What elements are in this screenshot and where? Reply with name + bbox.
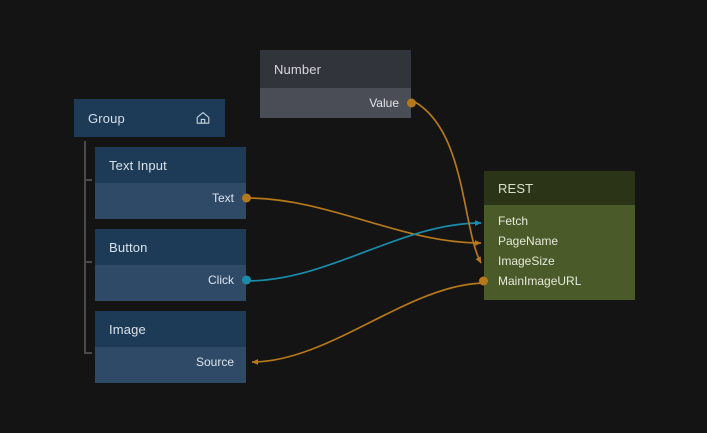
port-dot-mainimageurl[interactable] — [479, 276, 488, 286]
node-text-input-title: Text Input — [109, 157, 167, 173]
node-button-body: Click — [95, 265, 251, 301]
port-label-imagesize: ImageSize — [498, 254, 555, 268]
port-label-value: Value — [369, 96, 399, 110]
node-number-header[interactable]: Number — [260, 50, 411, 88]
home-icon[interactable] — [195, 110, 211, 126]
node-text-input[interactable]: Text Input Text — [95, 147, 251, 219]
edge-value-to-imagesize — [414, 101, 482, 264]
node-image[interactable]: Image Source — [95, 311, 246, 383]
port-label-fetch: Fetch — [498, 214, 529, 228]
node-group[interactable]: Group — [74, 99, 225, 137]
port-row-value[interactable]: Value — [260, 93, 416, 113]
edge-text-to-pagename — [245, 197, 482, 246]
port-row-click[interactable]: Click — [95, 270, 251, 290]
port-row-source[interactable]: Source — [95, 352, 246, 372]
node-rest-header[interactable]: REST — [484, 171, 635, 205]
node-number-body: Value — [260, 88, 416, 118]
port-label-click: Click — [208, 273, 234, 287]
node-rest-body: Fetch PageName ImageSize MainImageURL — [479, 205, 635, 300]
node-rest-title: REST — [498, 180, 534, 196]
node-image-title: Image — [109, 321, 146, 337]
port-row-mainimageurl[interactable]: MainImageURL — [479, 271, 635, 291]
port-label-pagename: PageName — [498, 234, 559, 248]
port-dot-click[interactable] — [242, 275, 251, 285]
node-button-header[interactable]: Button — [95, 229, 246, 265]
port-label-text: Text — [211, 191, 234, 205]
node-text-input-body: Text — [95, 183, 251, 219]
group-bracket-vertical — [84, 141, 86, 354]
node-button[interactable]: Button Click — [95, 229, 251, 301]
node-group-header[interactable]: Group — [74, 99, 225, 137]
port-row-fetch[interactable]: Fetch — [484, 211, 635, 231]
group-bracket-tick-image — [84, 352, 92, 354]
port-row-text[interactable]: Text — [95, 188, 251, 208]
group-bracket-tick-button — [84, 261, 92, 263]
port-label-mainimageurl: MainImageURL — [498, 274, 582, 288]
node-image-body: Source — [95, 347, 246, 383]
edge-mainimageurl-to-source — [251, 282, 487, 365]
node-number-title: Number — [274, 61, 322, 77]
node-group-title: Group — [88, 110, 125, 126]
port-dot-text[interactable] — [242, 193, 251, 203]
edge-click-to-fetch — [245, 220, 482, 282]
node-number[interactable]: Number Value — [260, 50, 416, 118]
node-button-title: Button — [109, 239, 148, 255]
node-text-input-header[interactable]: Text Input — [95, 147, 246, 183]
node-rest[interactable]: REST Fetch PageName ImageSize MainImageU… — [479, 171, 635, 300]
group-bracket-tick-text-input — [84, 179, 92, 181]
port-row-pagename[interactable]: PageName — [484, 231, 635, 251]
node-image-header[interactable]: Image — [95, 311, 246, 347]
port-label-source: Source — [195, 355, 234, 369]
port-dot-value[interactable] — [407, 98, 416, 108]
port-row-imagesize[interactable]: ImageSize — [484, 251, 635, 271]
